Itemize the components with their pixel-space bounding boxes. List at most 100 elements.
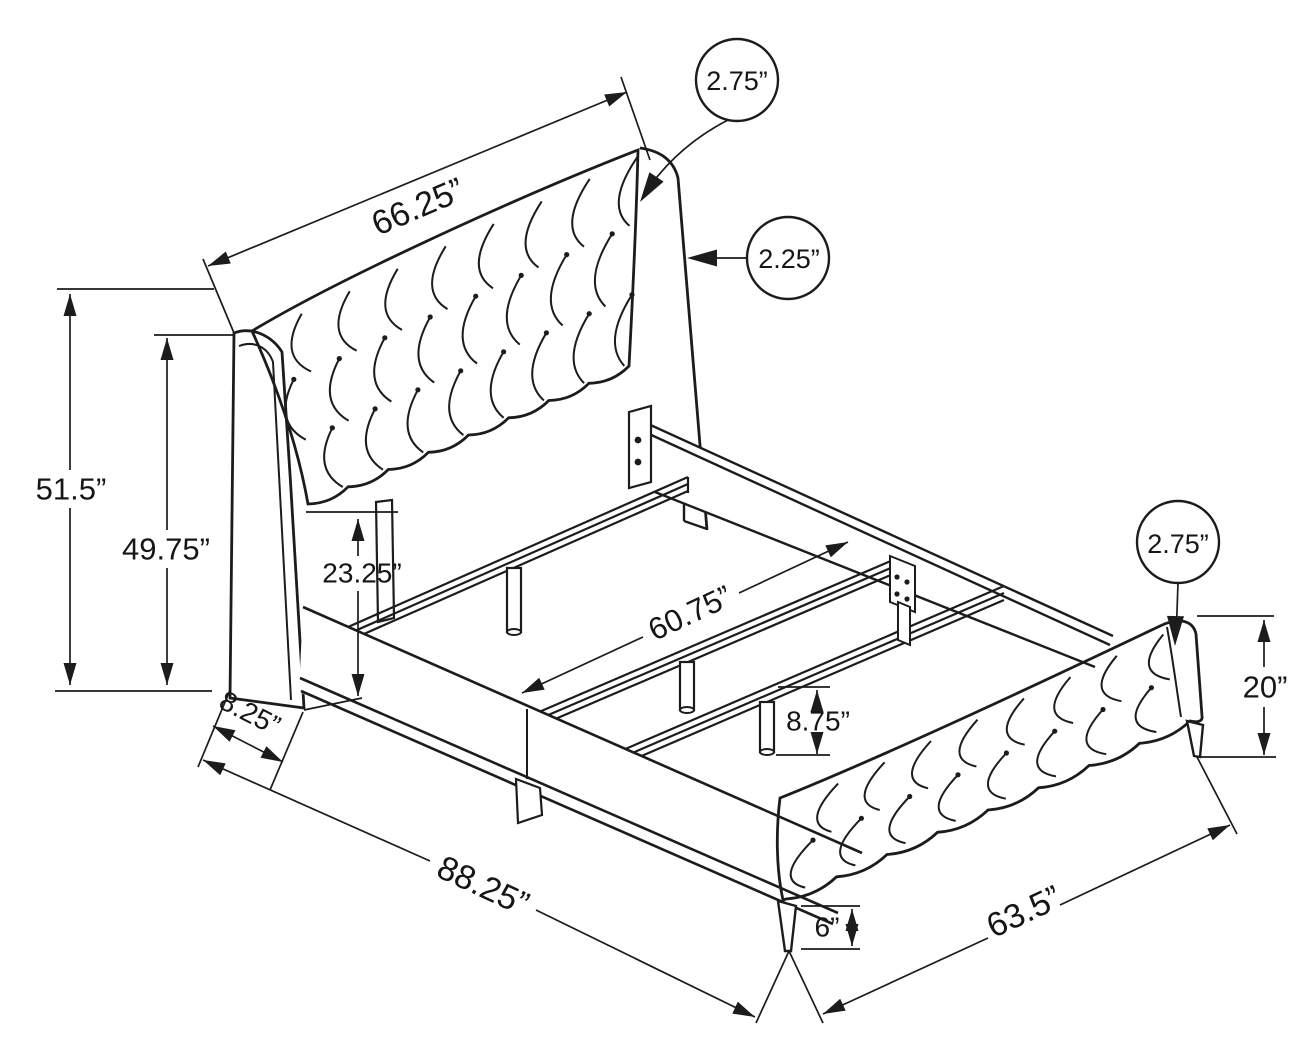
tuft-button [427, 314, 433, 320]
dim-label-slat-width: 60.75” [643, 579, 737, 648]
dim-line-overall-width [822, 824, 1231, 1015]
tuft-arc [364, 408, 384, 471]
tuft-arc [323, 427, 344, 488]
tuft-button [518, 272, 524, 278]
slat-leg-2 [678, 660, 696, 714]
tuft-arc [1134, 687, 1157, 733]
tuft-arc [987, 752, 1008, 800]
arrowhead [604, 92, 627, 107]
tuft-arc [571, 178, 591, 248]
tuft-arc [593, 233, 614, 308]
tuft-button [473, 293, 479, 299]
slats [347, 475, 1005, 766]
tuft-button [586, 311, 592, 317]
callout-circles [694, 37, 1221, 585]
bracket-hole [634, 436, 642, 444]
dim-label-center-leg-height: 8.75” [786, 706, 850, 737]
arrowhead [208, 251, 231, 266]
tuft-arc [448, 370, 465, 436]
tuft-button [609, 231, 615, 237]
tuft-arc [839, 817, 863, 867]
dim-label-underside-height: 23.25” [322, 558, 401, 589]
tuft-arc [531, 332, 548, 402]
dim-label-post-thickness: 2.25” [758, 244, 820, 274]
tuft-arc [958, 719, 979, 768]
dimension-lines [63, 91, 1271, 1018]
footboard [775, 619, 1205, 953]
headboard-wing-seam [238, 343, 292, 701]
arrowhead [160, 663, 174, 685]
tuft-button [1100, 706, 1106, 713]
tuft-button [336, 356, 342, 362]
far-rail-center-foot [897, 600, 911, 647]
dim-line-headboard-width [207, 91, 628, 267]
slat-2 [537, 558, 895, 728]
headboard-center-leg [374, 498, 396, 624]
tuft-arc [1085, 708, 1107, 756]
tuft-button [291, 376, 297, 382]
tuft-arc [1005, 697, 1025, 746]
bracket-hole [904, 579, 910, 585]
slat-leg-1 [505, 566, 523, 636]
footboard-endcap-seam [1166, 626, 1182, 718]
arrowhead [810, 690, 824, 712]
tuft-button [907, 793, 913, 800]
arrowhead [522, 677, 545, 693]
tuft-arc [863, 761, 886, 811]
slat-1 [347, 475, 690, 643]
tuft-button [564, 252, 570, 258]
headboard-wing [228, 329, 306, 710]
tuft-arc [816, 782, 839, 833]
footboard-tufting [789, 633, 1170, 889]
dim-label-foot-leg-height: 6” [815, 912, 840, 943]
tuft-arc [284, 378, 307, 441]
far-rail-face [633, 417, 1113, 668]
arrowhead [640, 172, 664, 202]
tuft-arc [1147, 633, 1170, 681]
arrowhead [845, 924, 859, 946]
tuft-arc [617, 155, 639, 227]
arrowhead [823, 998, 846, 1014]
near-rail-edges [299, 605, 863, 926]
arrowhead [1167, 615, 1184, 646]
dimension-arrowheads [63, 92, 1271, 1017]
tuft-button [1003, 750, 1010, 756]
near-rail-face [299, 607, 864, 926]
callout-circle-footboard-thickness [1135, 499, 1221, 585]
tuft-button [1052, 728, 1058, 734]
side-rail-near [299, 605, 864, 926]
dim-label-footboard-thickness: 2.75” [1147, 529, 1209, 559]
dim-label-headboard-height: 51.5” [36, 472, 107, 507]
callout-circle-panel-thickness [694, 37, 780, 123]
dim-label-overall-length: 88.25” [431, 848, 534, 923]
tuft-button [372, 406, 378, 412]
footboard-right-leg [1185, 719, 1205, 759]
bracket-hole [894, 591, 900, 597]
bracket-hole [634, 458, 642, 466]
arrowhead [825, 542, 848, 558]
headboard-front [228, 147, 653, 710]
dim-label-footboard-height: 20” [1243, 670, 1288, 705]
tuft-arc [1036, 730, 1057, 778]
tuft-arc [328, 358, 350, 422]
tuft-arc [290, 313, 312, 373]
arrowhead [63, 663, 77, 685]
tuft-arc [1100, 655, 1122, 703]
tuft-arc [613, 294, 633, 367]
tuft-arc [477, 223, 495, 290]
arrowhead [1207, 825, 1230, 841]
tuft-arc [431, 245, 449, 310]
dim-label-panel-thickness: 2.75” [706, 66, 768, 96]
tuft-arc [337, 290, 358, 352]
arrowhead [1257, 733, 1271, 755]
arrowhead [687, 249, 717, 267]
tuft-arc [373, 337, 392, 403]
footboard-tufted-panel [775, 619, 1204, 902]
dim-label-headboard-width: 66.25” [366, 171, 470, 244]
callout-circle-post-thickness [745, 215, 831, 301]
arrowhead [213, 726, 236, 742]
arrowhead [260, 746, 283, 762]
headboard-tufted-panel [250, 147, 640, 506]
